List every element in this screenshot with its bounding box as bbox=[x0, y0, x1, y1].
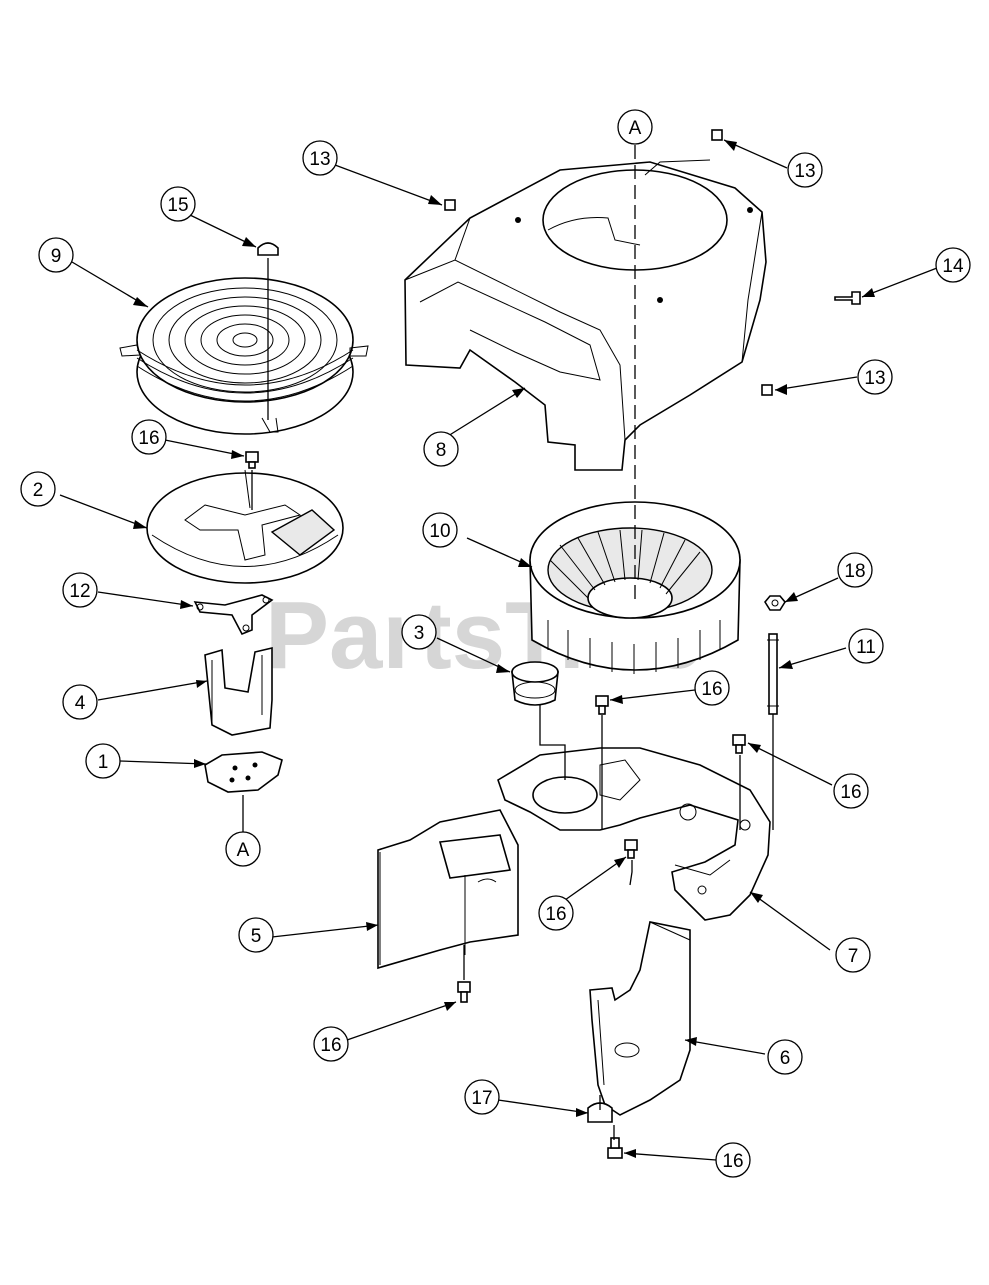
svg-text:16: 16 bbox=[701, 679, 722, 700]
callout-18: 18 bbox=[837, 552, 873, 588]
svg-text:7: 7 bbox=[848, 946, 859, 967]
flywheel-fan bbox=[529, 501, 741, 674]
callout-13: 13 bbox=[857, 359, 893, 395]
callout-13: 13 bbox=[302, 140, 338, 176]
callout-16: 16 bbox=[715, 1142, 751, 1178]
lower-shield bbox=[589, 921, 691, 1116]
callout-8: 8 bbox=[423, 431, 459, 467]
side-shield bbox=[377, 809, 519, 970]
stud bbox=[767, 633, 779, 715]
svg-text:18: 18 bbox=[844, 561, 865, 582]
svg-text:8: 8 bbox=[436, 440, 447, 461]
callout-16: 16 bbox=[538, 895, 574, 931]
spider-bracket bbox=[193, 594, 274, 636]
svg-text:A: A bbox=[237, 840, 250, 861]
svg-text:12: 12 bbox=[69, 581, 90, 602]
callout-7: 7 bbox=[835, 937, 871, 973]
callout-11: 11 bbox=[848, 628, 884, 664]
fan-screen bbox=[119, 277, 369, 435]
callout-16: 16 bbox=[833, 773, 869, 809]
callout-12: 12 bbox=[62, 572, 98, 608]
callout-A: A bbox=[225, 831, 261, 867]
svg-text:6: 6 bbox=[780, 1048, 791, 1069]
nut bbox=[764, 595, 786, 611]
callout-15: 15 bbox=[160, 186, 196, 222]
callouts: 13 13 13 14 A 15 9 8 16 2 10 18 12 3 11 … bbox=[20, 109, 971, 1178]
callout-9: 9 bbox=[38, 237, 74, 273]
callout-14: 14 bbox=[935, 247, 971, 283]
callout-16: 16 bbox=[694, 670, 730, 706]
mounting-bracket bbox=[204, 646, 273, 736]
svg-text:15: 15 bbox=[167, 195, 188, 216]
callout-4: 4 bbox=[62, 684, 98, 720]
callout-16: 16 bbox=[313, 1026, 349, 1062]
svg-text:17: 17 bbox=[471, 1088, 492, 1109]
svg-text:13: 13 bbox=[309, 149, 330, 170]
svg-text:10: 10 bbox=[429, 521, 450, 542]
svg-text:16: 16 bbox=[840, 782, 861, 803]
bearing-cup bbox=[511, 661, 559, 706]
callout-13: 13 bbox=[787, 152, 823, 188]
svg-text:16: 16 bbox=[138, 428, 159, 449]
callout-2: 2 bbox=[20, 471, 56, 507]
callout-3: 3 bbox=[401, 614, 437, 650]
shroud-base bbox=[497, 747, 771, 921]
svg-text:14: 14 bbox=[942, 256, 964, 277]
callout-6: 6 bbox=[767, 1039, 803, 1075]
svg-text:13: 13 bbox=[794, 161, 815, 182]
svg-text:16: 16 bbox=[320, 1035, 341, 1056]
callout-A: A bbox=[617, 109, 653, 145]
callout-16: 16 bbox=[131, 419, 167, 455]
svg-text:3: 3 bbox=[414, 623, 425, 644]
callout-1: 1 bbox=[85, 743, 121, 779]
svg-text:13: 13 bbox=[864, 368, 885, 389]
fan-baffle-plate bbox=[146, 469, 344, 584]
callout-17: 17 bbox=[464, 1079, 500, 1115]
svg-text:1: 1 bbox=[98, 752, 109, 773]
svg-text:16: 16 bbox=[545, 904, 566, 925]
svg-text:5: 5 bbox=[251, 926, 262, 947]
svg-text:2: 2 bbox=[33, 480, 44, 501]
svg-text:A: A bbox=[629, 118, 642, 139]
assembly-lines bbox=[242, 145, 774, 1140]
hub-plate bbox=[204, 751, 283, 793]
callout-5: 5 bbox=[238, 917, 274, 953]
bolts bbox=[245, 129, 861, 1159]
svg-text:16: 16 bbox=[722, 1151, 743, 1172]
svg-text:11: 11 bbox=[856, 637, 876, 658]
blower-housing bbox=[404, 159, 767, 471]
svg-text:4: 4 bbox=[75, 693, 86, 714]
callout-10: 10 bbox=[422, 512, 458, 548]
leader-lines bbox=[59, 139, 938, 1161]
svg-text:9: 9 bbox=[51, 246, 62, 267]
